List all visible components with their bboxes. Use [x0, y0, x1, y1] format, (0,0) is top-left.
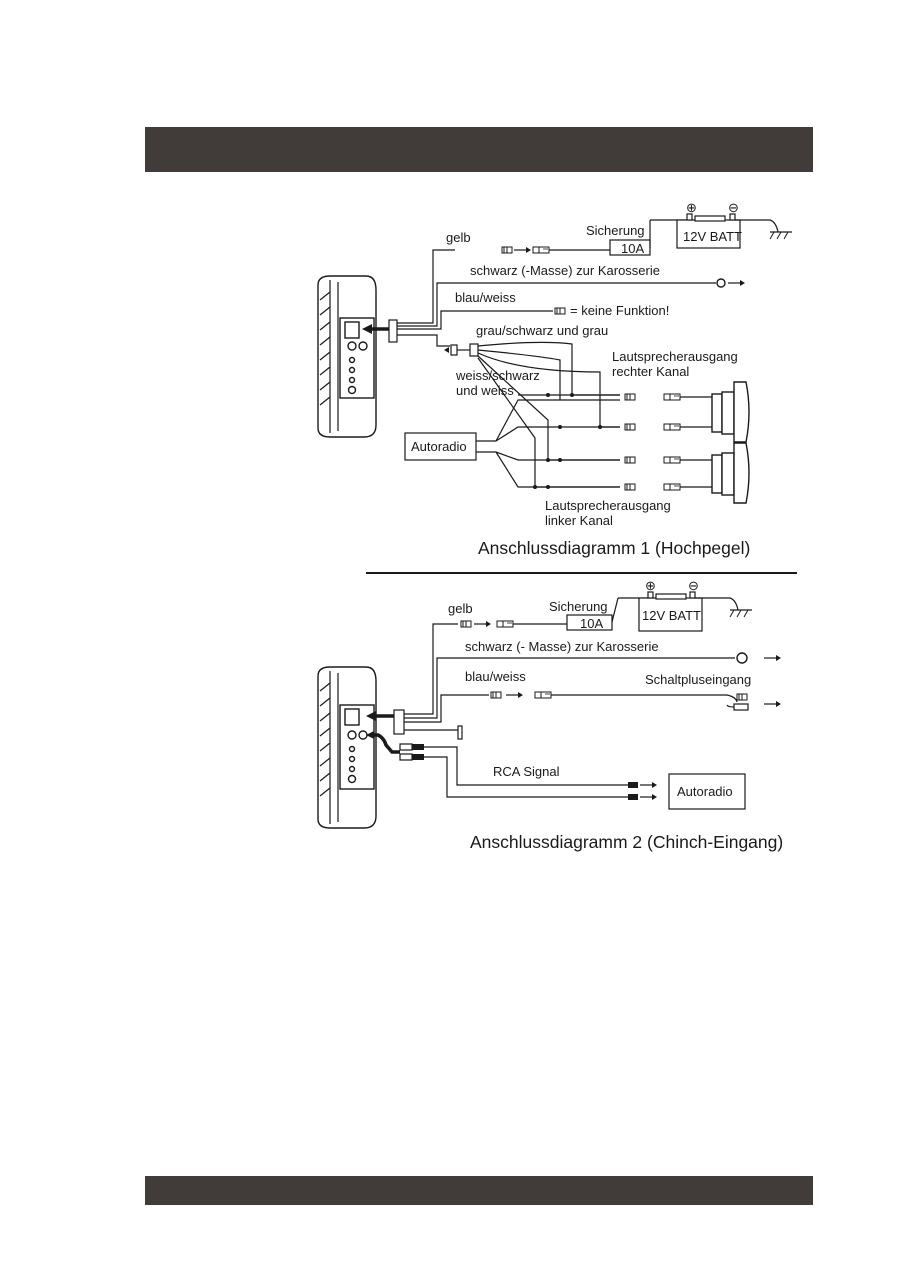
autoradio-label-1: Autoradio [411, 439, 467, 454]
fuse-value-1: 10A [621, 241, 644, 256]
label-white-2: und weiss [456, 383, 514, 398]
battery-plus-icon: ⊕ [686, 200, 697, 215]
label-rca-signal: RCA Signal [493, 764, 560, 779]
label-left-out-2: linker Kanal [545, 513, 613, 528]
fuse-box-2 [566, 614, 613, 631]
fuse-value-2: 10A [580, 616, 603, 631]
label-grey-1: grau/schwarz und grau [476, 323, 608, 338]
label-no-function: = keine Funktion! [570, 303, 669, 318]
label-fuse-1: Sicherung [586, 223, 645, 238]
amplifier-2 [317, 666, 377, 829]
header-bar [145, 127, 813, 172]
label-fuse-2: Sicherung [549, 599, 608, 614]
speaker-right [711, 381, 750, 443]
battery-minus-icon: ⊖ [728, 200, 739, 215]
speaker-left [711, 442, 750, 504]
autoradio-box-2 [668, 773, 746, 810]
battery-2 [638, 597, 703, 632]
diagram-1: gelb Sicherung 10A 12V BATT ⊕ ⊖ schwarz … [317, 200, 793, 558]
label-black-1: schwarz (-Masse) zur Karosserie [470, 263, 660, 278]
label-blue-1: blau/weiss [455, 290, 516, 305]
caption-1: Anschlussdiagramm 1 (Hochpegel) [478, 538, 750, 558]
battery-label-2: 12V BATT [642, 608, 701, 623]
amplifier-1 [317, 275, 377, 438]
autoradio-box-1 [404, 432, 477, 461]
caption-2: Anschlussdiagramm 2 (Chinch-Eingang) [470, 832, 783, 852]
battery-minus-icon-2: ⊖ [688, 578, 699, 593]
diagram-2: gelb Sicherung 10A 12V BATT ⊕ ⊖ schwarz … [317, 578, 783, 852]
battery-plus-icon-2: ⊕ [645, 578, 656, 593]
label-left-out-1: Lautsprecherausgang [545, 498, 671, 513]
footer-bar [145, 1176, 813, 1205]
label-remote-in: Schaltpluseingang [645, 672, 751, 687]
label-black-2: schwarz (- Masse) zur Karosserie [465, 639, 659, 654]
label-right-out-1: Lautsprecherausgang [612, 349, 738, 364]
battery-label-1: 12V BATT [683, 229, 742, 244]
label-right-out-2: rechter Kanal [612, 364, 689, 379]
label-white-1: weiss/schwarz [455, 368, 540, 383]
label-blue-2: blau/weiss [465, 669, 526, 684]
autoradio-label-2: Autoradio [677, 784, 733, 799]
label-yellow-2: gelb [448, 601, 473, 616]
label-yellow-1: gelb [446, 230, 471, 245]
